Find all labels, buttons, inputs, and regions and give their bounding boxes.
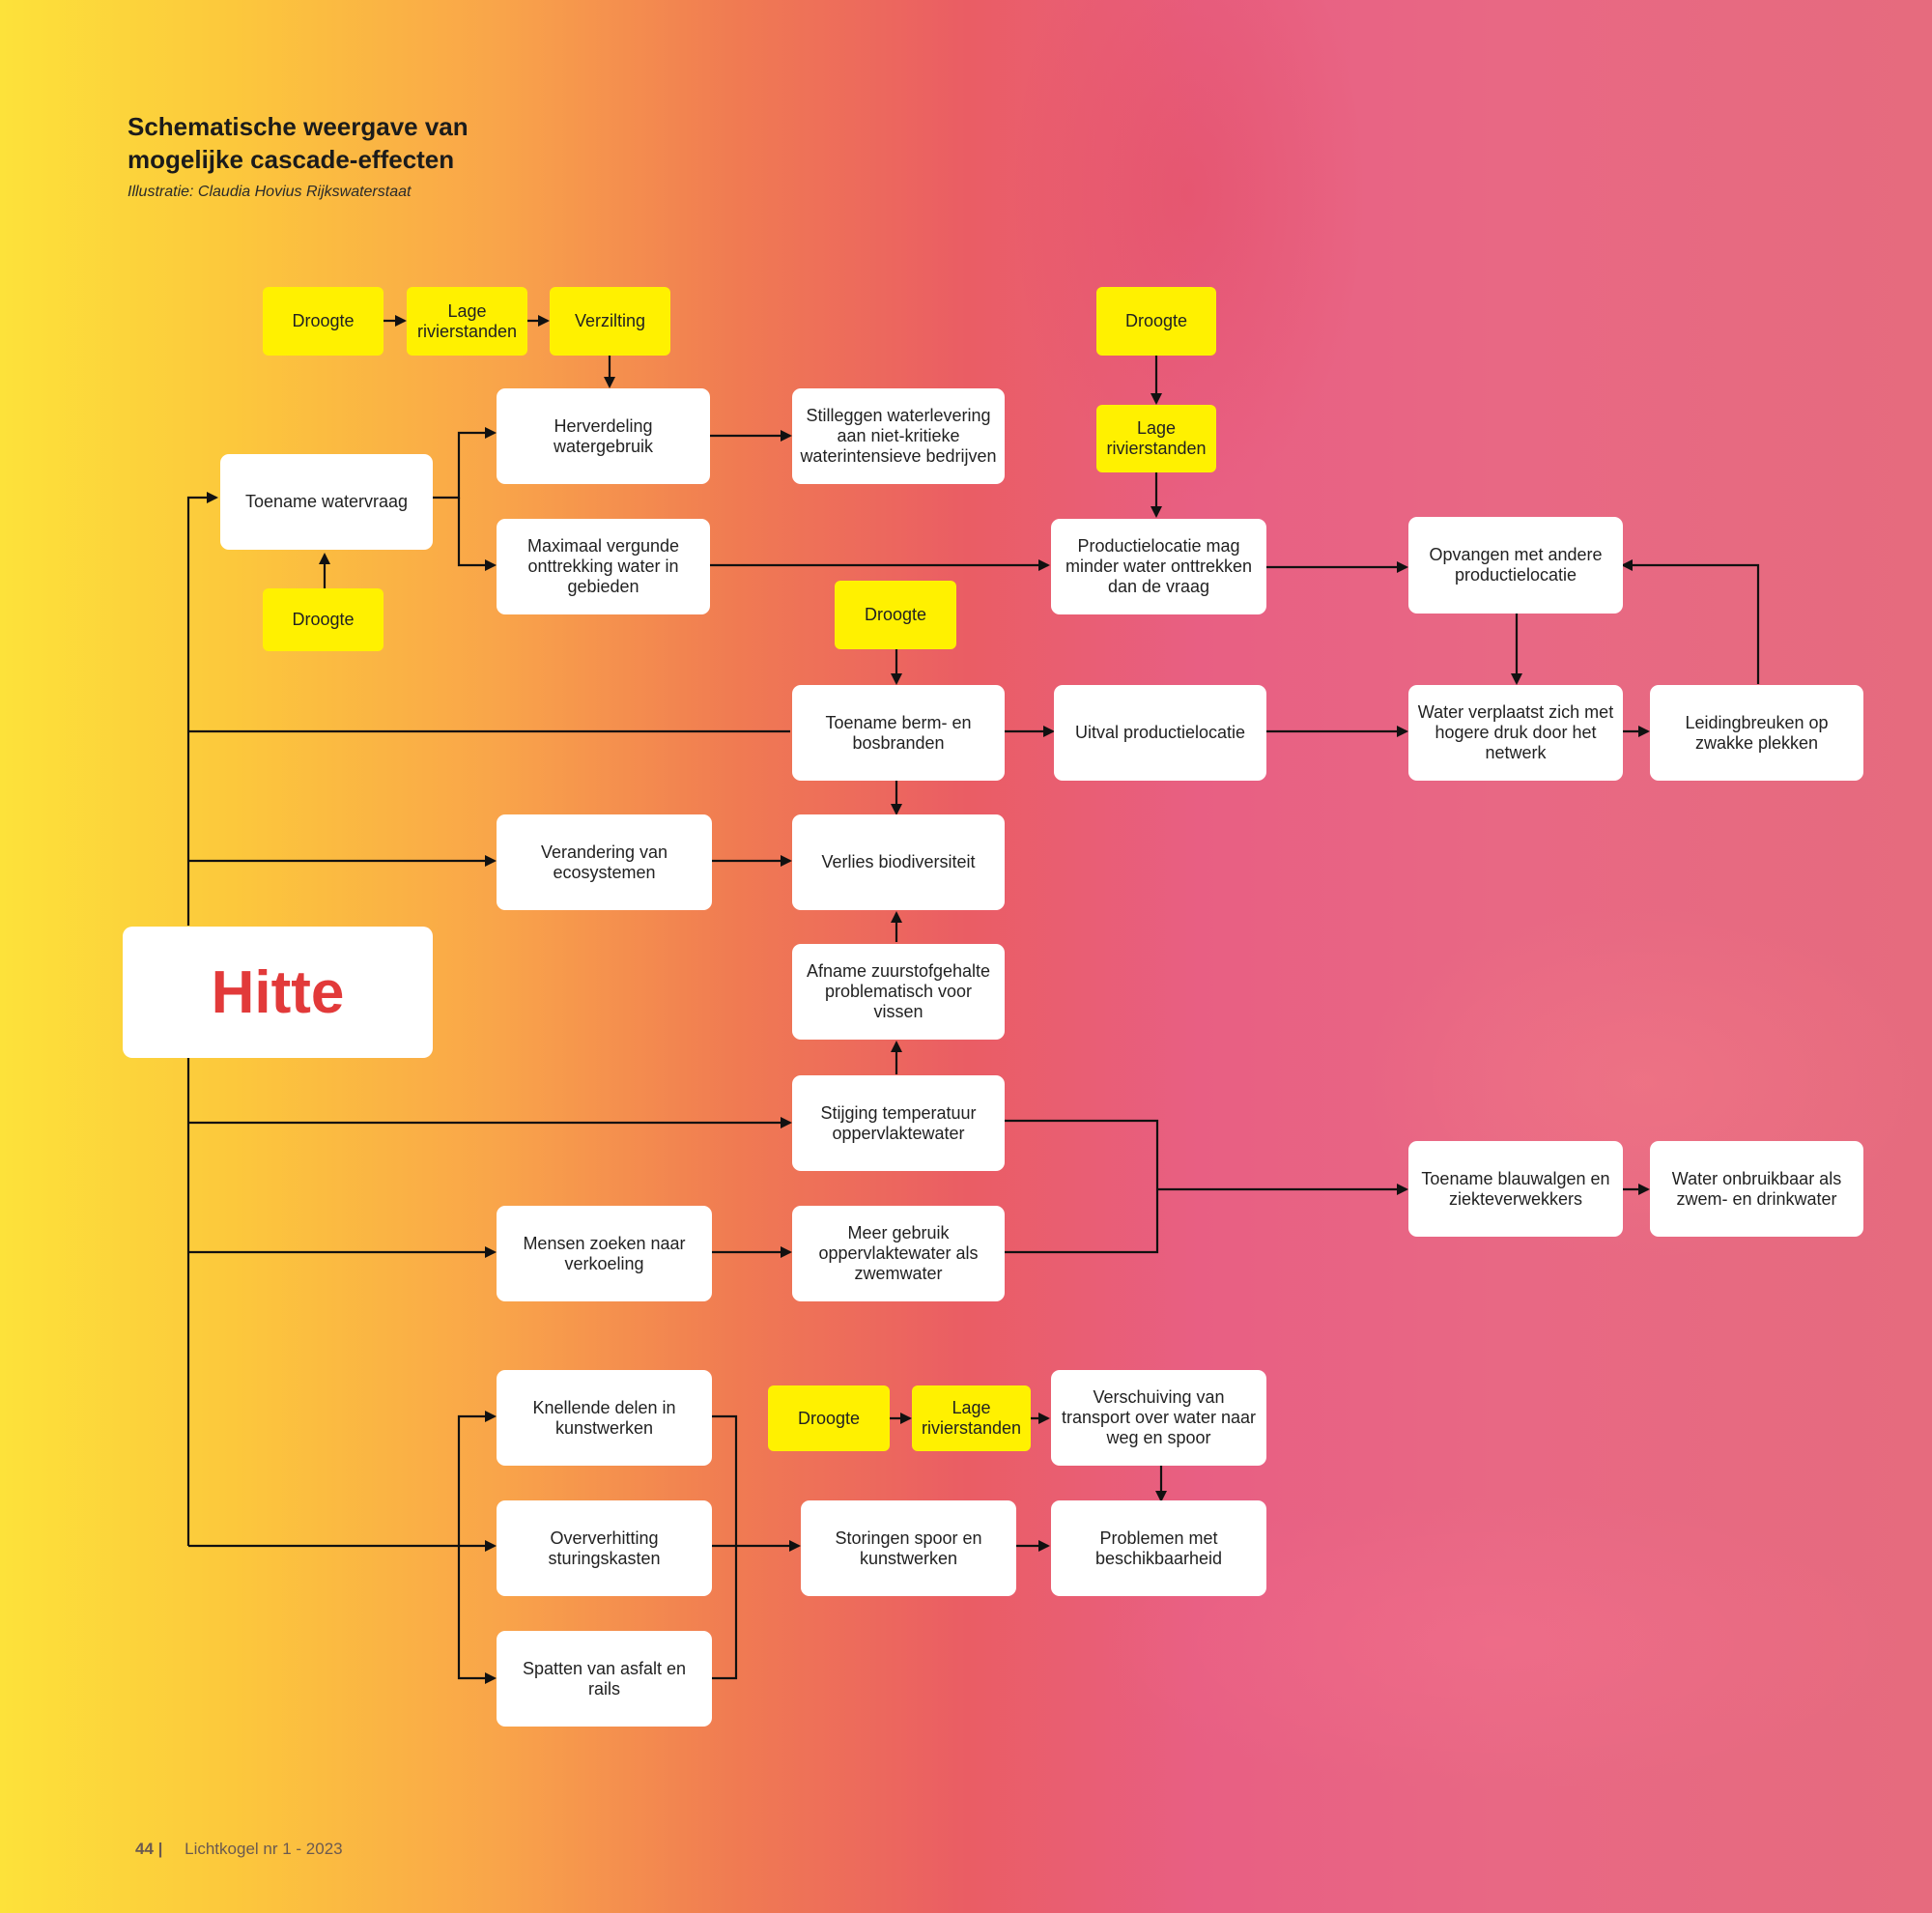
page-title: Schematische weergave van mogelijke casc… (128, 112, 469, 174)
node-oververhitting: Oververhitting sturingskasten (497, 1500, 712, 1596)
node-spatten: Spatten van asfalt en rails (497, 1631, 712, 1727)
line-leidingbreuken-opvangen (1621, 559, 1760, 684)
node-lage-rivierstanden-2: Lage rivierstanden (1096, 405, 1216, 472)
node-zwemwater: Meer gebruik oppervlaktewater als zwemwa… (792, 1206, 1005, 1301)
page-footer: 44 | Lichtkogel nr 1 - 2023 (135, 1840, 343, 1859)
node-knellende-delen: Knellende delen in kunstwerken (497, 1370, 712, 1466)
node-verschuiving: Verschuiving van transport over water na… (1051, 1370, 1266, 1466)
node-opvangen: Opvangen met andere productielocatie (1408, 517, 1623, 614)
header: Schematische weergave van mogelijke casc… (128, 110, 533, 201)
node-lage-rivierstanden-1: Lage rivierstanden (407, 287, 527, 356)
publication-name: Lichtkogel nr 1 - 2023 (185, 1840, 343, 1858)
line-watervraag-maximaal (457, 498, 497, 571)
node-ecosystemen: Verandering van ecosystemen (497, 814, 712, 910)
line-hitte-watervraag (186, 492, 218, 926)
node-droogte-2: Droogte (263, 588, 384, 651)
node-beschikbaarheid: Problemen met beschikbaarheid (1051, 1500, 1266, 1596)
node-uitval: Uitval productielocatie (1054, 685, 1266, 781)
node-herverdeling: Herverdeling watergebruik (497, 388, 710, 484)
line-merge-bracket (1005, 1119, 1159, 1254)
node-leidingbreuken: Leidingbreuken op zwakke plekken (1650, 685, 1863, 781)
node-verkoeling: Mensen zoeken naar verkoeling (497, 1206, 712, 1301)
page-number: 44 | (135, 1840, 163, 1858)
node-biodiversiteit: Verlies biodiversiteit (792, 814, 1005, 910)
node-toename-watervraag: Toename watervraag (220, 454, 433, 550)
node-zuurstof: Afname zuurstofgehalte problematisch voo… (792, 944, 1005, 1040)
node-productielocatie: Productielocatie mag minder water onttre… (1051, 519, 1266, 614)
node-hitte: Hitte (123, 927, 433, 1058)
illustration-credit: Illustratie: Claudia Hovius Rijkswaterst… (128, 184, 412, 200)
node-storingen: Storingen spoor en kunstwerken (801, 1500, 1016, 1596)
node-water-onbruikbaar: Water onbruikbaar als zwem- en drinkwate… (1650, 1141, 1863, 1237)
node-water-verplaatst: Water verplaatst zich met hogere druk do… (1408, 685, 1623, 781)
node-droogte-4: Droogte (835, 581, 956, 649)
node-blauwalgen: Toename blauwalgen en ziekteverwekkers (1408, 1141, 1623, 1237)
node-stilleggen: Stilleggen waterlevering aan niet-kritie… (792, 388, 1005, 484)
line-watervraag-herverdeling (433, 427, 497, 500)
node-berm-bosbranden: Toename berm- en bosbranden (792, 685, 1005, 781)
line-right-bracket (712, 1414, 738, 1680)
node-lage-rivierstanden-3: Lage rivierstanden (912, 1385, 1031, 1451)
node-temperatuur: Stijging temperatuur oppervlaktewater (792, 1075, 1005, 1171)
line-bracket-spatten (457, 1546, 497, 1684)
node-droogte-3: Droogte (1096, 287, 1216, 356)
node-droogte-5: Droogte (768, 1385, 890, 1451)
node-droogte-1: Droogte (263, 287, 384, 356)
line-bracket-knellende (457, 1411, 497, 1546)
node-verzilting: Verzilting (550, 287, 670, 356)
node-maximaal-vergunde: Maximaal vergunde onttrekking water in g… (497, 519, 710, 614)
